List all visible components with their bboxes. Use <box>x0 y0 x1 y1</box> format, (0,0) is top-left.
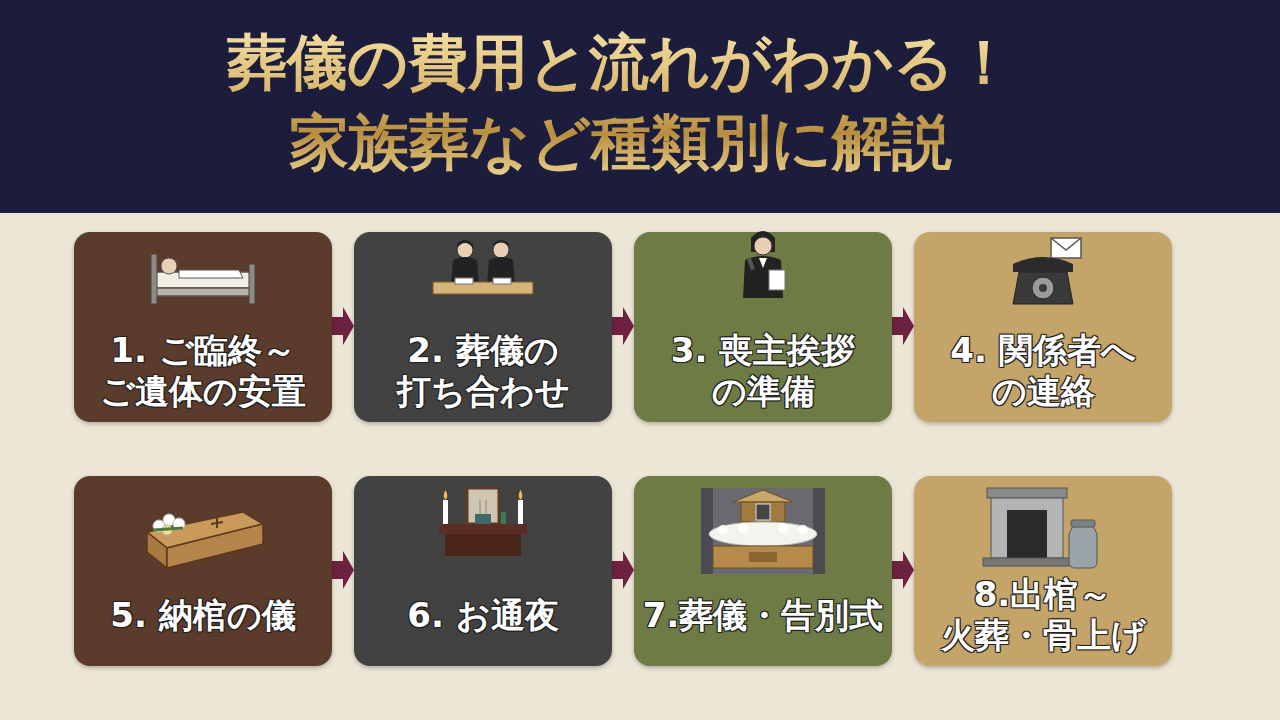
step-box: 1. ご臨終～ ご遺体の安置 <box>74 232 332 422</box>
funeral-altar-icon <box>701 488 825 574</box>
speaker-icon <box>743 231 785 298</box>
step-label: 5. 納棺の儀 <box>110 595 295 636</box>
step-box: 6. お通夜 <box>354 476 612 666</box>
flow-arrow <box>612 551 634 589</box>
step-box: 4. 関係者へ の連絡 <box>914 232 1172 422</box>
flow-arrow <box>332 551 354 589</box>
telephone-icon <box>1013 238 1081 304</box>
step-label: 8.出棺～ 火葬・骨上げ <box>918 574 1168 656</box>
flow-arrow <box>332 307 354 345</box>
step-box: 7.葬儀・告別式 <box>634 476 892 666</box>
flow-arrow <box>892 307 914 345</box>
step-label: 3. 喪主挨拶 の準備 <box>638 330 888 412</box>
step-label: 2. 葬儀の 打ち合わせ <box>358 330 608 412</box>
step-box: 3. 喪主挨拶 の準備 <box>634 232 892 422</box>
bed-icon <box>151 254 255 304</box>
step-label: 1. ご臨終～ ご遺体の安置 <box>78 330 328 412</box>
coffin-icon <box>147 512 263 568</box>
meeting-icon <box>433 240 533 294</box>
step-box: 5. 納棺の儀 <box>74 476 332 666</box>
step-box: 2. 葬儀の 打ち合わせ <box>354 232 612 422</box>
step-label: 6. お通夜 <box>407 595 558 636</box>
flow-arrow <box>892 551 914 589</box>
page-title: 葬儀の費用と流れがわかる！ 家族葬など種類別に解説 <box>40 22 1200 182</box>
step-label: 7.葬儀・告別式 <box>643 595 884 636</box>
flow-arrow <box>612 307 634 345</box>
step-box: 8.出棺～ 火葬・骨上げ <box>914 476 1172 666</box>
step-label: 4. 関係者へ の連絡 <box>918 330 1168 412</box>
crematorium-icon <box>983 488 1097 568</box>
altar-icon <box>439 488 527 556</box>
